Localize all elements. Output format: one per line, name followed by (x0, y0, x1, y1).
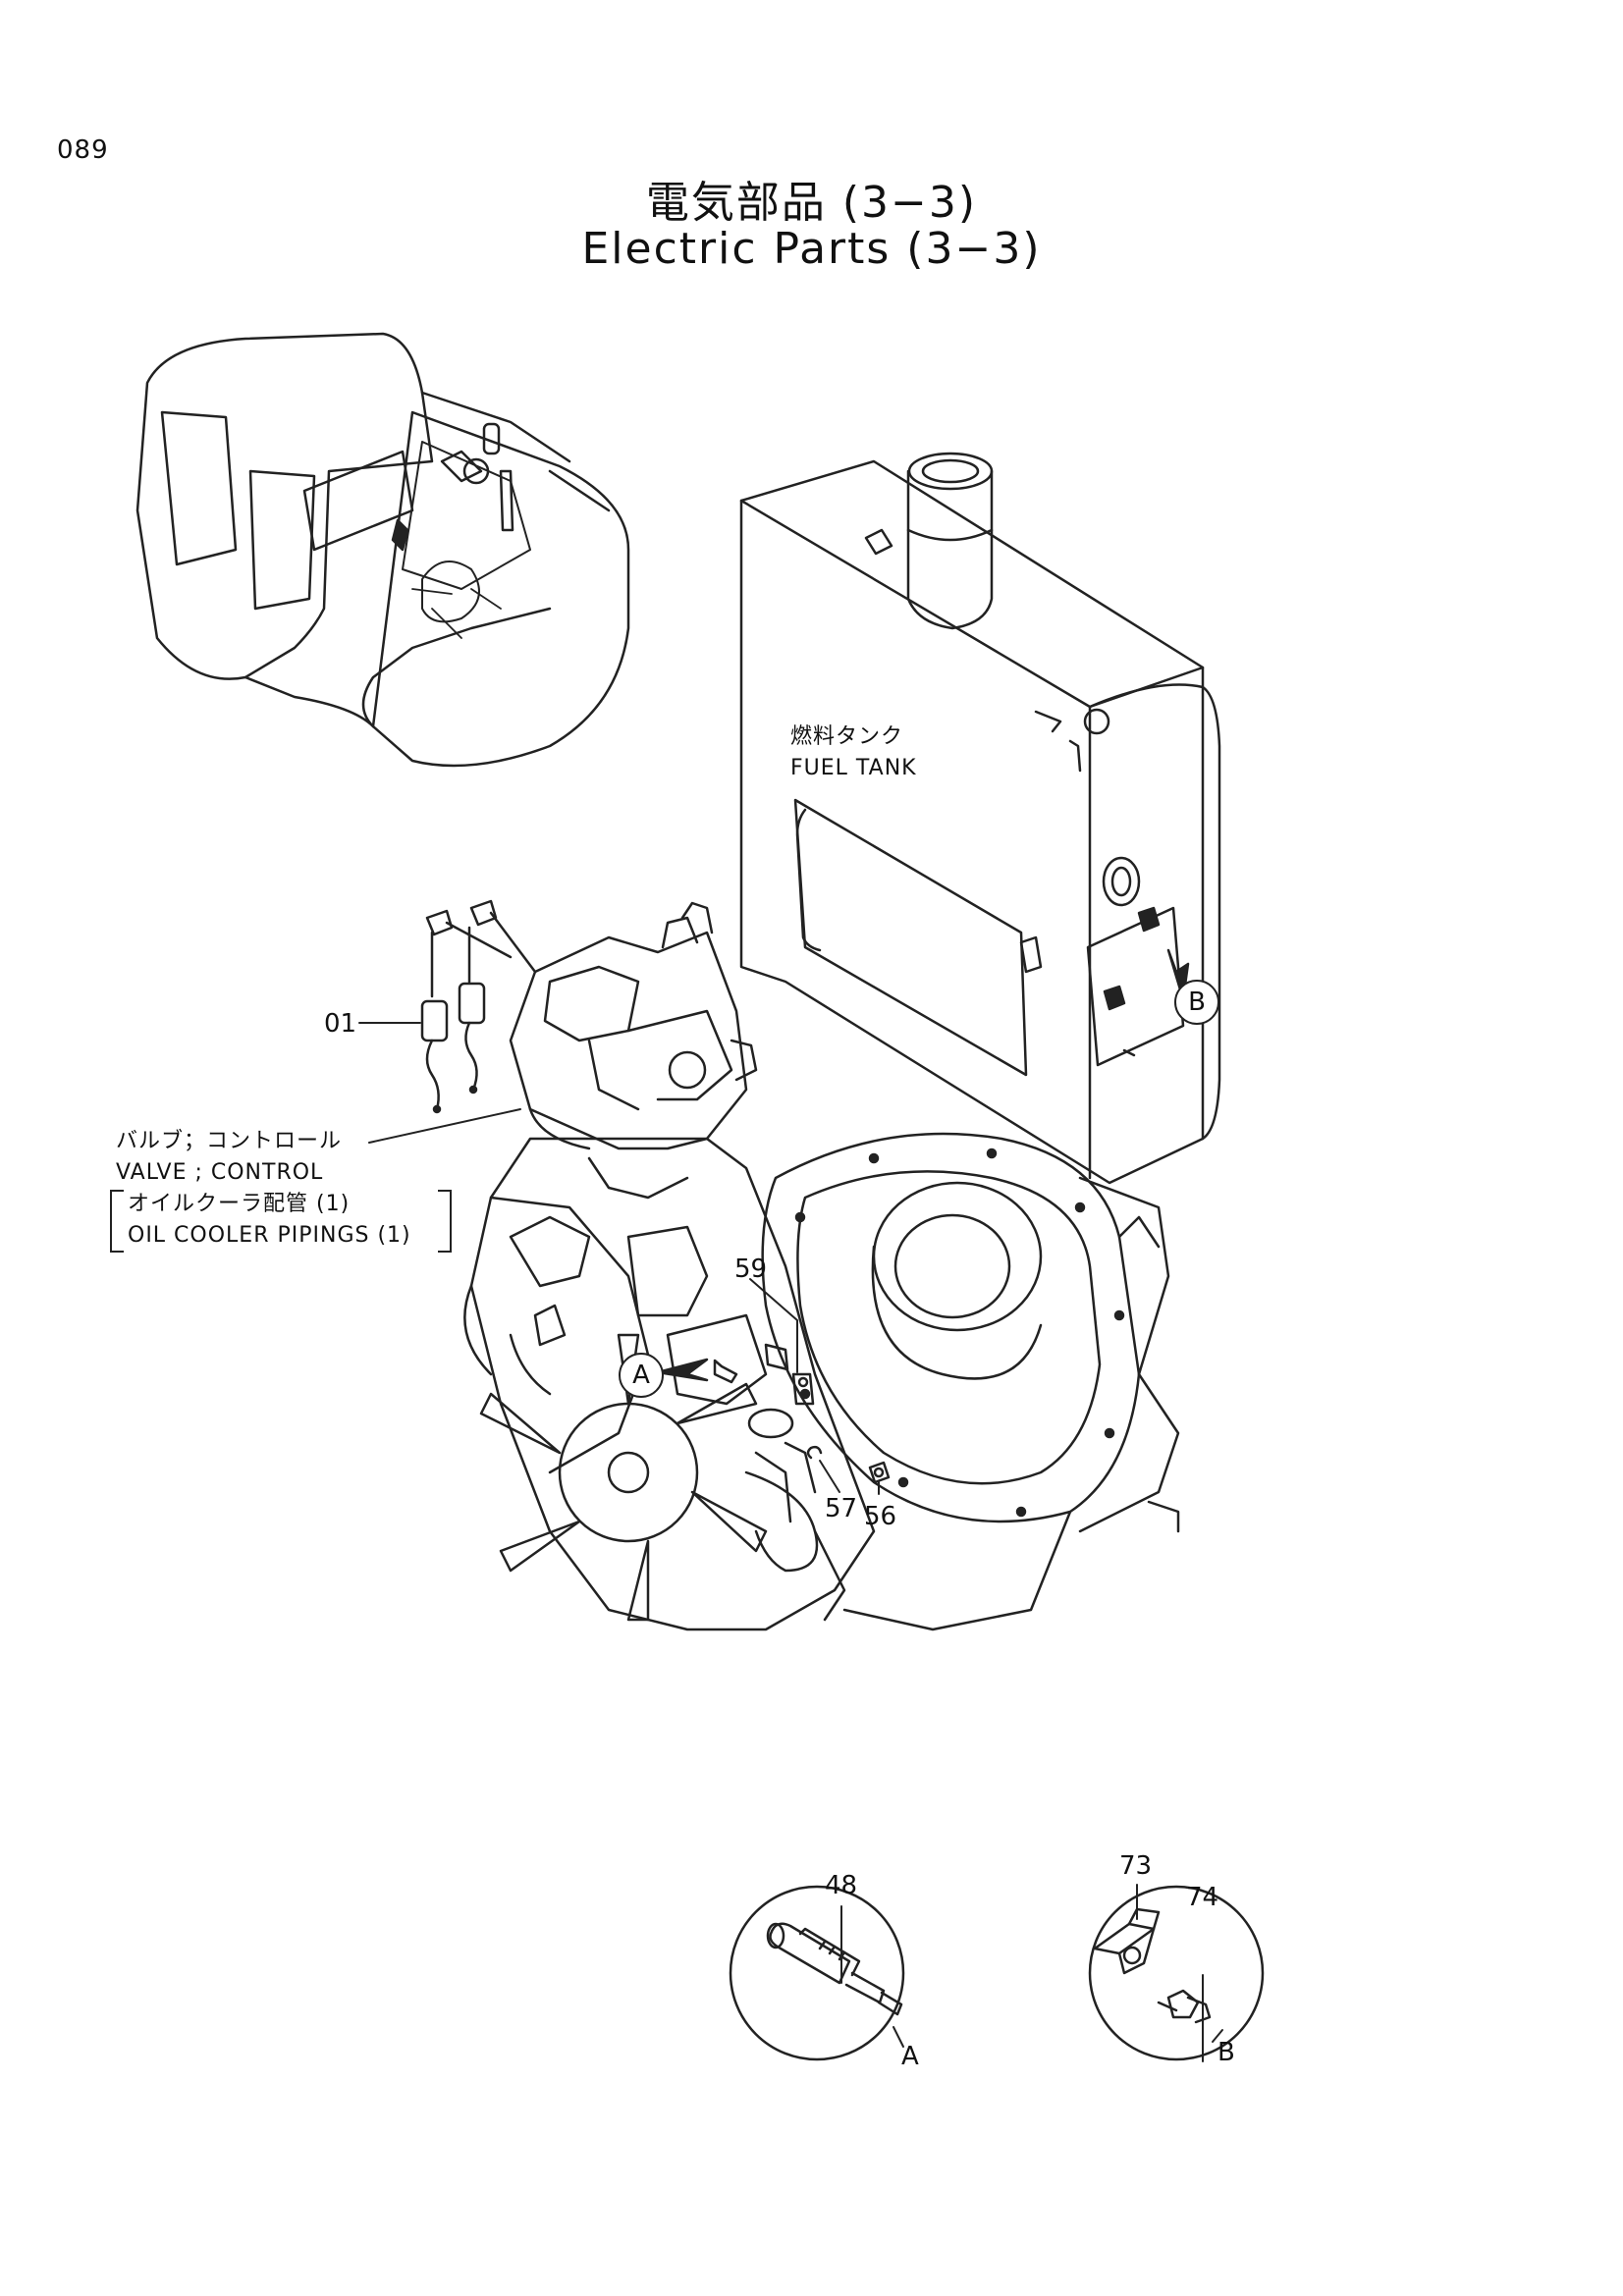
right-bracket (438, 1190, 452, 1253)
left-bracket (110, 1190, 124, 1253)
part-number-59: 59 (734, 1255, 768, 1284)
fuel-tank-label-en: FUEL TANK (790, 756, 917, 780)
callout-a: A (619, 1353, 664, 1398)
valve-label-en: VALVE ; CONTROL (116, 1160, 324, 1185)
detail-b-label: B (1217, 2038, 1235, 2067)
valve-label-jp: バルブ；コントロール (116, 1129, 343, 1153)
oil-cooler-label-en: OIL COOLER PIPINGS (1) (128, 1223, 411, 1248)
page-title-english: Electric Parts (3−3) (581, 224, 1042, 274)
part-number-57: 57 (825, 1494, 858, 1523)
excavator-overview-drawing (135, 332, 630, 768)
oil-cooler-label-jp: オイルクーラ配管 (1) (128, 1192, 351, 1216)
callout-b: B (1174, 980, 1219, 1025)
part-number-01: 01 (324, 1009, 357, 1039)
fuel-tank-label-jp: 燃料タンク (790, 724, 904, 749)
detail-b-drawing (1088, 1885, 1265, 2061)
leader-lines (358, 1022, 1223, 2062)
part-number-48: 48 (825, 1871, 858, 1900)
page-title-japanese: 電気部品 (3−3) (645, 178, 978, 228)
control-valve-drawing (420, 899, 758, 1150)
fuel-tank-drawing (739, 452, 1221, 1185)
part-number-74: 74 (1186, 1883, 1219, 1912)
detail-a-drawing (729, 1885, 905, 2061)
part-number-56: 56 (864, 1502, 897, 1531)
engine-drawing (463, 1132, 1180, 1631)
page-number: 089 (57, 135, 109, 165)
callout-a-arrow (656, 1358, 709, 1382)
detail-a-label: A (901, 2042, 919, 2071)
part-number-73: 73 (1119, 1851, 1153, 1881)
